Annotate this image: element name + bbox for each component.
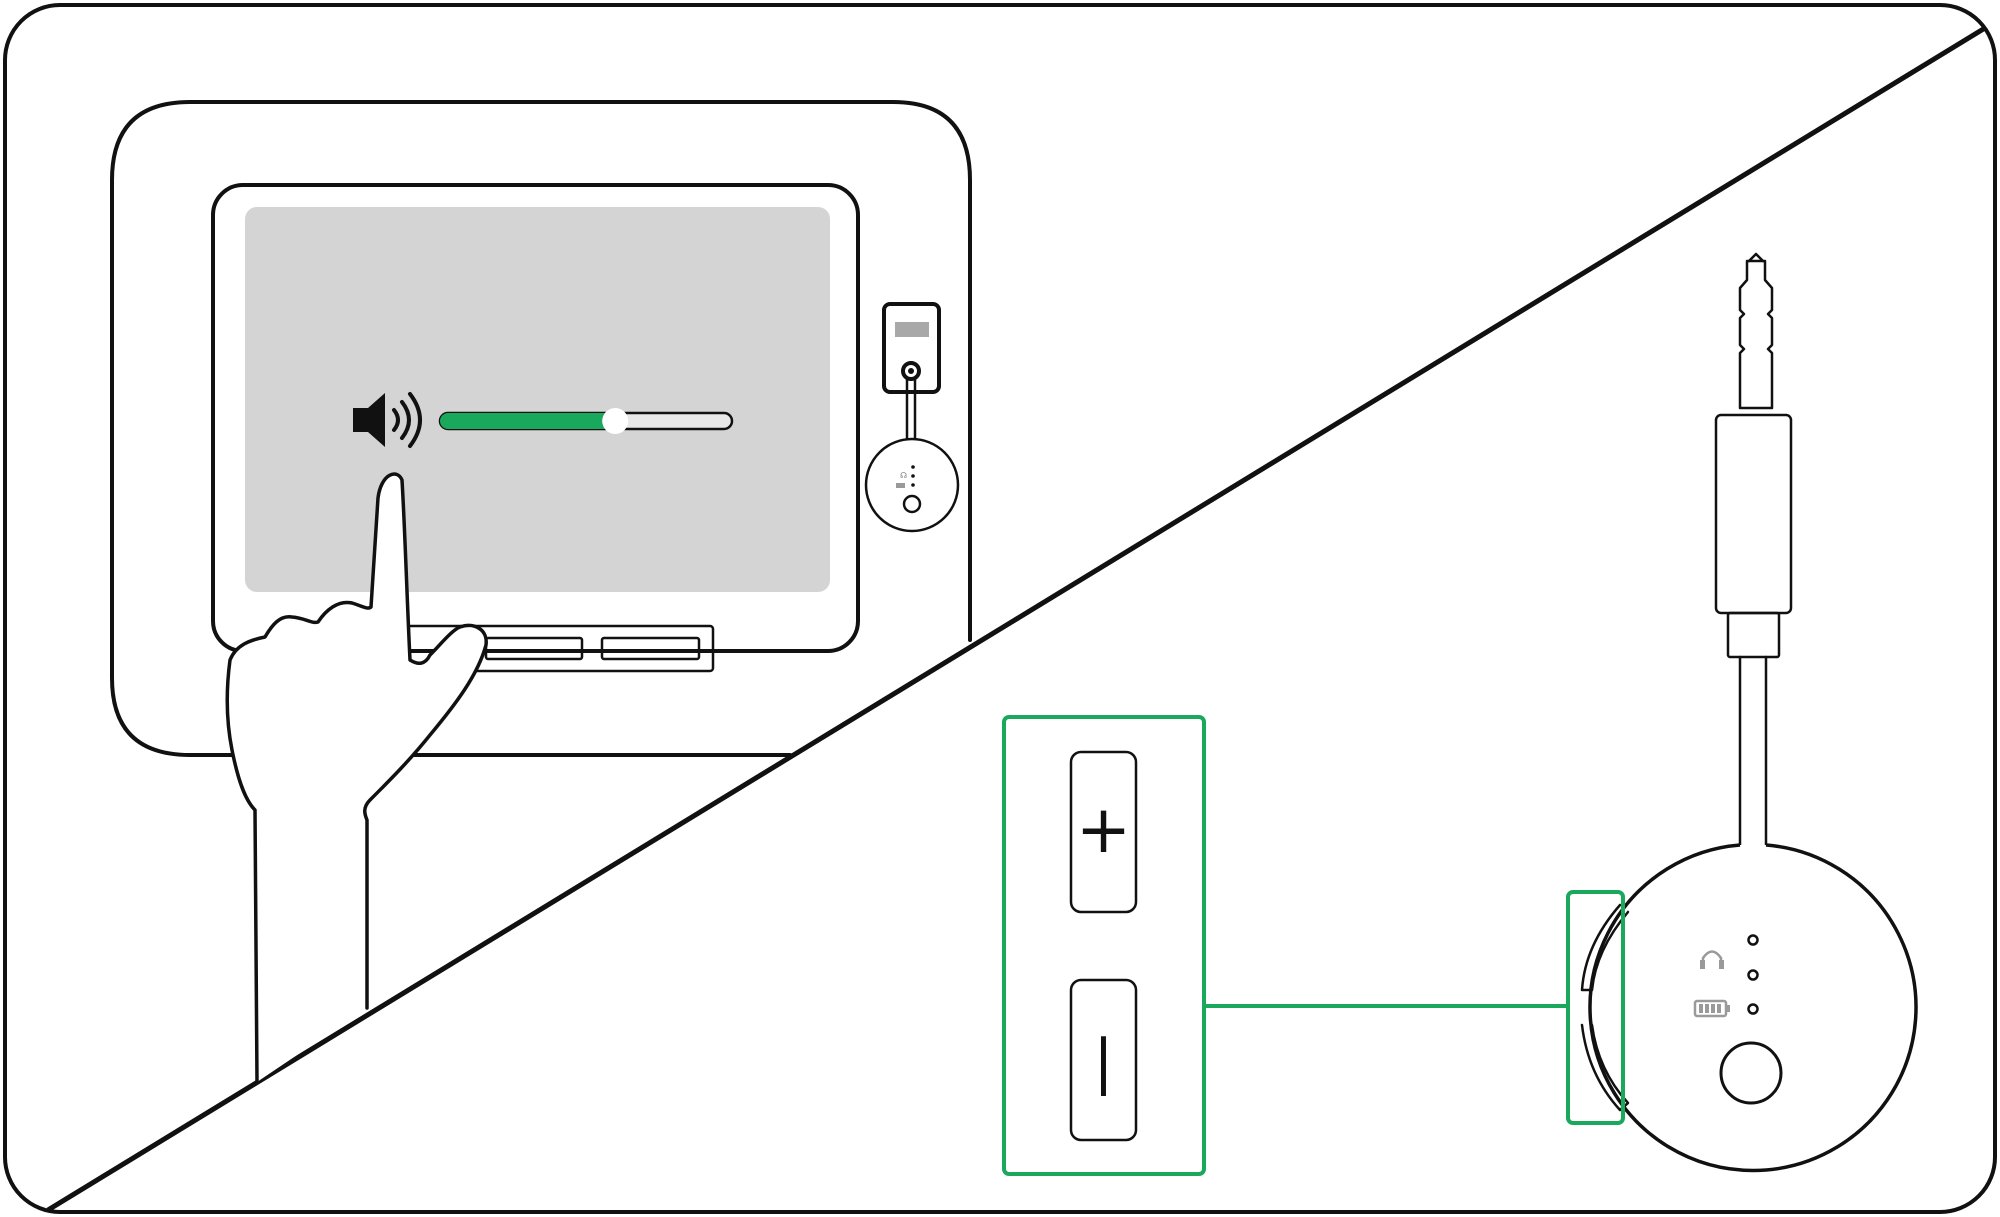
outer-frame [3,3,1997,1214]
indicator-led [1747,934,1759,946]
tablet-frame [211,183,860,653]
diagonal-divider [46,25,1987,1213]
plus-symbol: + [1076,791,1131,868]
indicator-led [1747,969,1759,981]
speaker-volume-icon [353,392,422,448]
indicator-led [1747,1003,1759,1015]
volume-slider-fill [440,413,616,429]
zoom-callout: + | [1002,715,1206,1176]
volume-up-button[interactable] [1069,750,1138,914]
pointing-hand [225,472,488,1084]
small-headphone-icon: ☊ [900,471,907,480]
seat-jack-panel [882,302,941,394]
small-battery-icon [896,483,905,488]
headphone-icon [1700,950,1724,969]
minus-symbol: | [1093,1027,1113,1097]
seatback-housing [110,100,972,757]
power-button[interactable] [1719,1041,1783,1105]
volume-slider[interactable] [438,408,734,434]
transmitter-body [1580,843,1918,1173]
battery-icon [1693,999,1730,1018]
tablet-screen [245,207,830,592]
volume-slider-knob[interactable] [602,408,629,434]
small-transmitter: ☊ [864,376,960,533]
volume-up-side-button[interactable] [1580,903,1630,992]
audio-jack-plug [1714,252,1793,847]
volume-down-button[interactable] [1069,978,1138,1142]
